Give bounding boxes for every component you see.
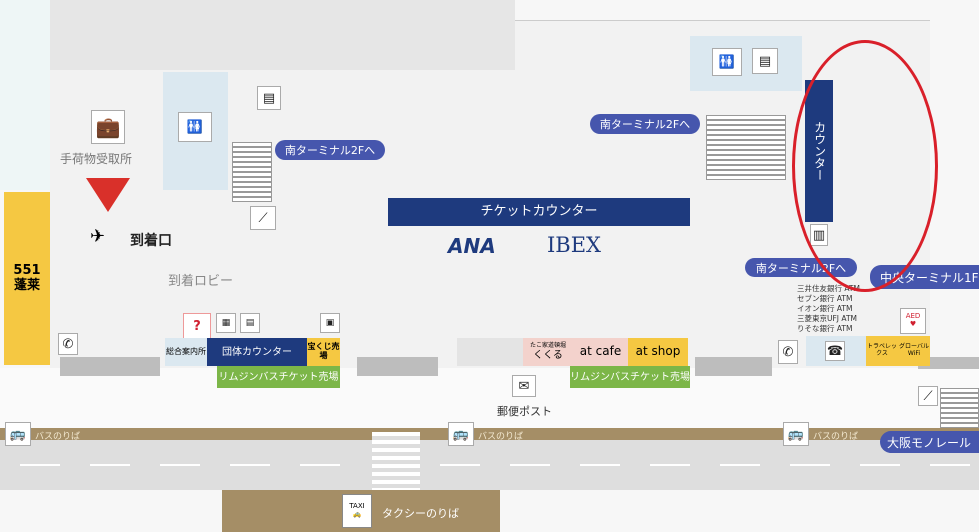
locker-icon: ▤ xyxy=(257,86,281,110)
at-shop[interactable]: at shop xyxy=(628,338,688,366)
lane-marking xyxy=(930,464,970,466)
lane-marking xyxy=(90,464,130,466)
lane-marking xyxy=(510,464,550,466)
lane-marking xyxy=(650,464,690,466)
shop-551-number: 551 xyxy=(13,263,41,279)
phone-icon: ✆ xyxy=(778,340,798,364)
lane-marking xyxy=(860,464,900,466)
lane-marking xyxy=(790,464,830,466)
taxi-icon: TAXI🚕 xyxy=(342,494,372,528)
counter-gray xyxy=(695,357,772,376)
restroom-icon: 🚻 xyxy=(178,112,212,142)
bus-icon: 🚌 xyxy=(448,422,474,446)
stairs xyxy=(706,115,786,180)
stairs xyxy=(940,388,979,428)
global-wifi[interactable]: グローバルWiFi xyxy=(898,336,930,366)
atm-item: りそな銀行 ATM xyxy=(797,324,853,333)
locker-icon: ▤ xyxy=(752,48,778,74)
limousine-ticket[interactable]: リムジンバスチケット売場 xyxy=(570,366,690,388)
arrow-down-icon xyxy=(86,178,130,212)
lane-marking xyxy=(230,464,270,466)
telephone-icon: ☎ xyxy=(825,341,845,361)
shop-551[interactable]: 551 蓬莱 xyxy=(4,192,50,365)
atm-list: 三井住友銀行 ATM セブン銀行 ATM イオン銀行 ATM 三菱東京UFJ A… xyxy=(797,284,860,334)
atm-item: イオン銀行 ATM xyxy=(797,304,853,313)
arrival-icon: ✈ xyxy=(90,226,106,247)
group-icon: ▦ xyxy=(216,313,236,333)
bus-lane-strip xyxy=(0,428,979,440)
south-terminal-2f-sign: 南ターミナル2Fへ xyxy=(590,114,700,134)
aed-label: AED xyxy=(905,312,921,321)
aed: AED♥ xyxy=(900,308,926,334)
bus-stop-label: バスのりば xyxy=(478,432,524,442)
counter-gray xyxy=(60,357,160,376)
kukuru-name: くくる xyxy=(533,349,563,361)
info-icon: ? xyxy=(183,313,211,339)
group-counter[interactable]: 団体カウンター xyxy=(207,338,307,366)
lane-marking xyxy=(720,464,760,466)
limousine-ticket[interactable]: リムジンバスチケット売場 xyxy=(217,366,340,388)
atm-item: セブン銀行 ATM xyxy=(797,294,853,303)
baggage-claim-label: 手荷物受取所 xyxy=(60,152,133,166)
mail-icon: ✉ xyxy=(512,375,536,397)
lane-marking xyxy=(580,464,620,466)
ticket-machine-icon: ▣ xyxy=(320,313,340,333)
restroom-area-right xyxy=(690,36,802,91)
sidewalk xyxy=(0,368,979,428)
at-cafe[interactable]: at cafe xyxy=(573,338,628,366)
bus-stop-label: バスのりば xyxy=(813,432,859,442)
taxi-sign: TAXI xyxy=(349,502,365,511)
bus-icon: 🚌 xyxy=(783,422,809,446)
bus-icon: 🚌 xyxy=(5,422,31,446)
ibex-logo: IBEX xyxy=(547,233,602,257)
counter-gray xyxy=(357,357,438,376)
lane-marking xyxy=(440,464,480,466)
locker-icon: ▤ xyxy=(240,313,260,333)
osaka-monorail-sign: 大阪モノレール xyxy=(880,431,979,453)
phone-icon: ✆ xyxy=(58,333,78,355)
counter-gray xyxy=(457,338,523,366)
restroom-icon: 🚻 xyxy=(712,48,742,76)
escalator-icon: ⟋ xyxy=(250,206,276,230)
kukuru-sub: たこ家道頓堀 xyxy=(529,342,566,350)
counter-gray xyxy=(918,357,979,369)
atm-item: 三菱東京UFJ ATM xyxy=(797,314,857,323)
crosswalk xyxy=(372,432,420,490)
stairs xyxy=(232,142,272,202)
upper-left-area xyxy=(50,0,515,70)
baggage-icon: 💼 xyxy=(91,110,125,144)
left-edge xyxy=(0,0,50,190)
post-label: 郵便ポスト xyxy=(497,405,552,418)
taxi-label: タクシーのりば xyxy=(382,507,459,520)
lane-marking xyxy=(160,464,200,466)
bus-stop-label: バスのりば xyxy=(35,432,81,442)
ticket-counter[interactable]: チケットカウンター xyxy=(388,198,690,226)
kukuru-shop[interactable]: たこ家道頓堀 くくる xyxy=(523,338,573,366)
highlight-circle xyxy=(792,40,938,292)
south-terminal-2f-sign: 南ターミナル2Fへ xyxy=(275,140,385,160)
ana-logo: ANA xyxy=(448,234,496,258)
atm-item: 三井住友銀行 ATM xyxy=(797,284,860,293)
travelex[interactable]: トラベレックス xyxy=(866,336,898,366)
escalator-icon: ⟋ xyxy=(918,386,938,406)
lane-marking xyxy=(300,464,340,466)
arrival-gate-label: 到着口 xyxy=(130,233,172,249)
lane-marking xyxy=(20,464,60,466)
lottery-booth[interactable]: 宝くじ売場 xyxy=(307,338,340,366)
info-desk[interactable]: 総合案内所 xyxy=(165,338,207,366)
shop-551-name: 蓬莱 xyxy=(13,277,40,293)
road xyxy=(0,440,979,490)
arrival-lobby-label: 到着ロビー xyxy=(168,274,234,289)
